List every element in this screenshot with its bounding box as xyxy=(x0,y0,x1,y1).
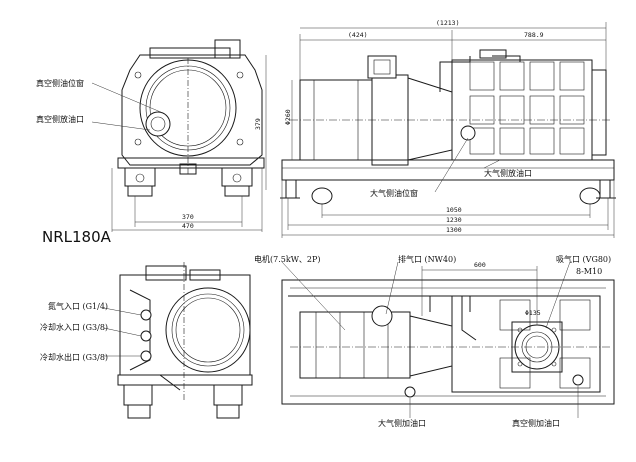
dim-470: 470 xyxy=(182,222,194,230)
label-vac-oil-window: 真空侧油位窗 xyxy=(36,78,84,88)
rear-view xyxy=(117,262,253,419)
label-atm-oil-drain: 大气侧放油口 xyxy=(484,168,532,178)
side-view-dimensions: (1213) (424) 788.9 Φ260 1050 1230 1300 xyxy=(281,19,615,238)
label-vac-oil-fill: 真空侧加油口 xyxy=(512,418,560,428)
label-n2-inlet: 氮气入口 (G1/4) xyxy=(48,301,108,311)
top-view-leaders: 电机(7.5kW、2P) 排气口 (NW40) 吸气口 (VG80) 8-M10… xyxy=(254,254,611,428)
label-atm-oil-window: 大气侧油位窗 xyxy=(370,188,418,198)
side-view-leaders: 大气侧油位窗 大气侧放油口 xyxy=(370,137,532,198)
rear-view-leaders: 氮气入口 (G1/4) 冷却水入口 (G3/8) 冷却水出口 (G3/8) xyxy=(40,301,142,362)
label-cw-inlet: 冷却水入口 (G3/8) xyxy=(40,322,108,332)
dim-135: Φ135 xyxy=(525,309,541,317)
front-view-leaders: 真空侧油位窗 真空侧放油口 xyxy=(36,78,164,131)
label-motor: 电机(7.5kW、2P) xyxy=(254,254,321,264)
front-view-dimensions: 370 470 379 xyxy=(111,55,267,232)
dim-1213: (1213) xyxy=(436,19,459,27)
dim-424: (424) xyxy=(348,31,368,39)
dim-600: 600 xyxy=(474,261,486,269)
dim-1050: 1050 xyxy=(446,206,462,214)
dim-788-9: 788.9 xyxy=(524,31,544,39)
front-view xyxy=(117,39,265,197)
dim-379: 379 xyxy=(254,118,262,130)
label-cw-outlet: 冷却水出口 (G3/8) xyxy=(40,352,108,362)
label-atm-oil-fill: 大气侧加油口 xyxy=(378,418,426,428)
dim-1230: 1230 xyxy=(446,216,462,224)
label-intake: 吸气口 (VG80) xyxy=(556,254,611,264)
label-vac-oil-drain: 真空侧放油口 xyxy=(36,114,84,124)
label-exhaust: 排气口 (NW40) xyxy=(398,254,456,264)
dim-1300: 1300 xyxy=(446,226,462,234)
top-view-dimensions: 600 Φ135 xyxy=(421,261,541,325)
model-name: NRL180A xyxy=(42,228,112,246)
side-view xyxy=(280,49,616,205)
label-holes: 8-M10 xyxy=(576,267,602,276)
dim-370: 370 xyxy=(182,213,194,221)
top-view xyxy=(281,279,615,405)
dim-260: Φ260 xyxy=(284,109,292,125)
